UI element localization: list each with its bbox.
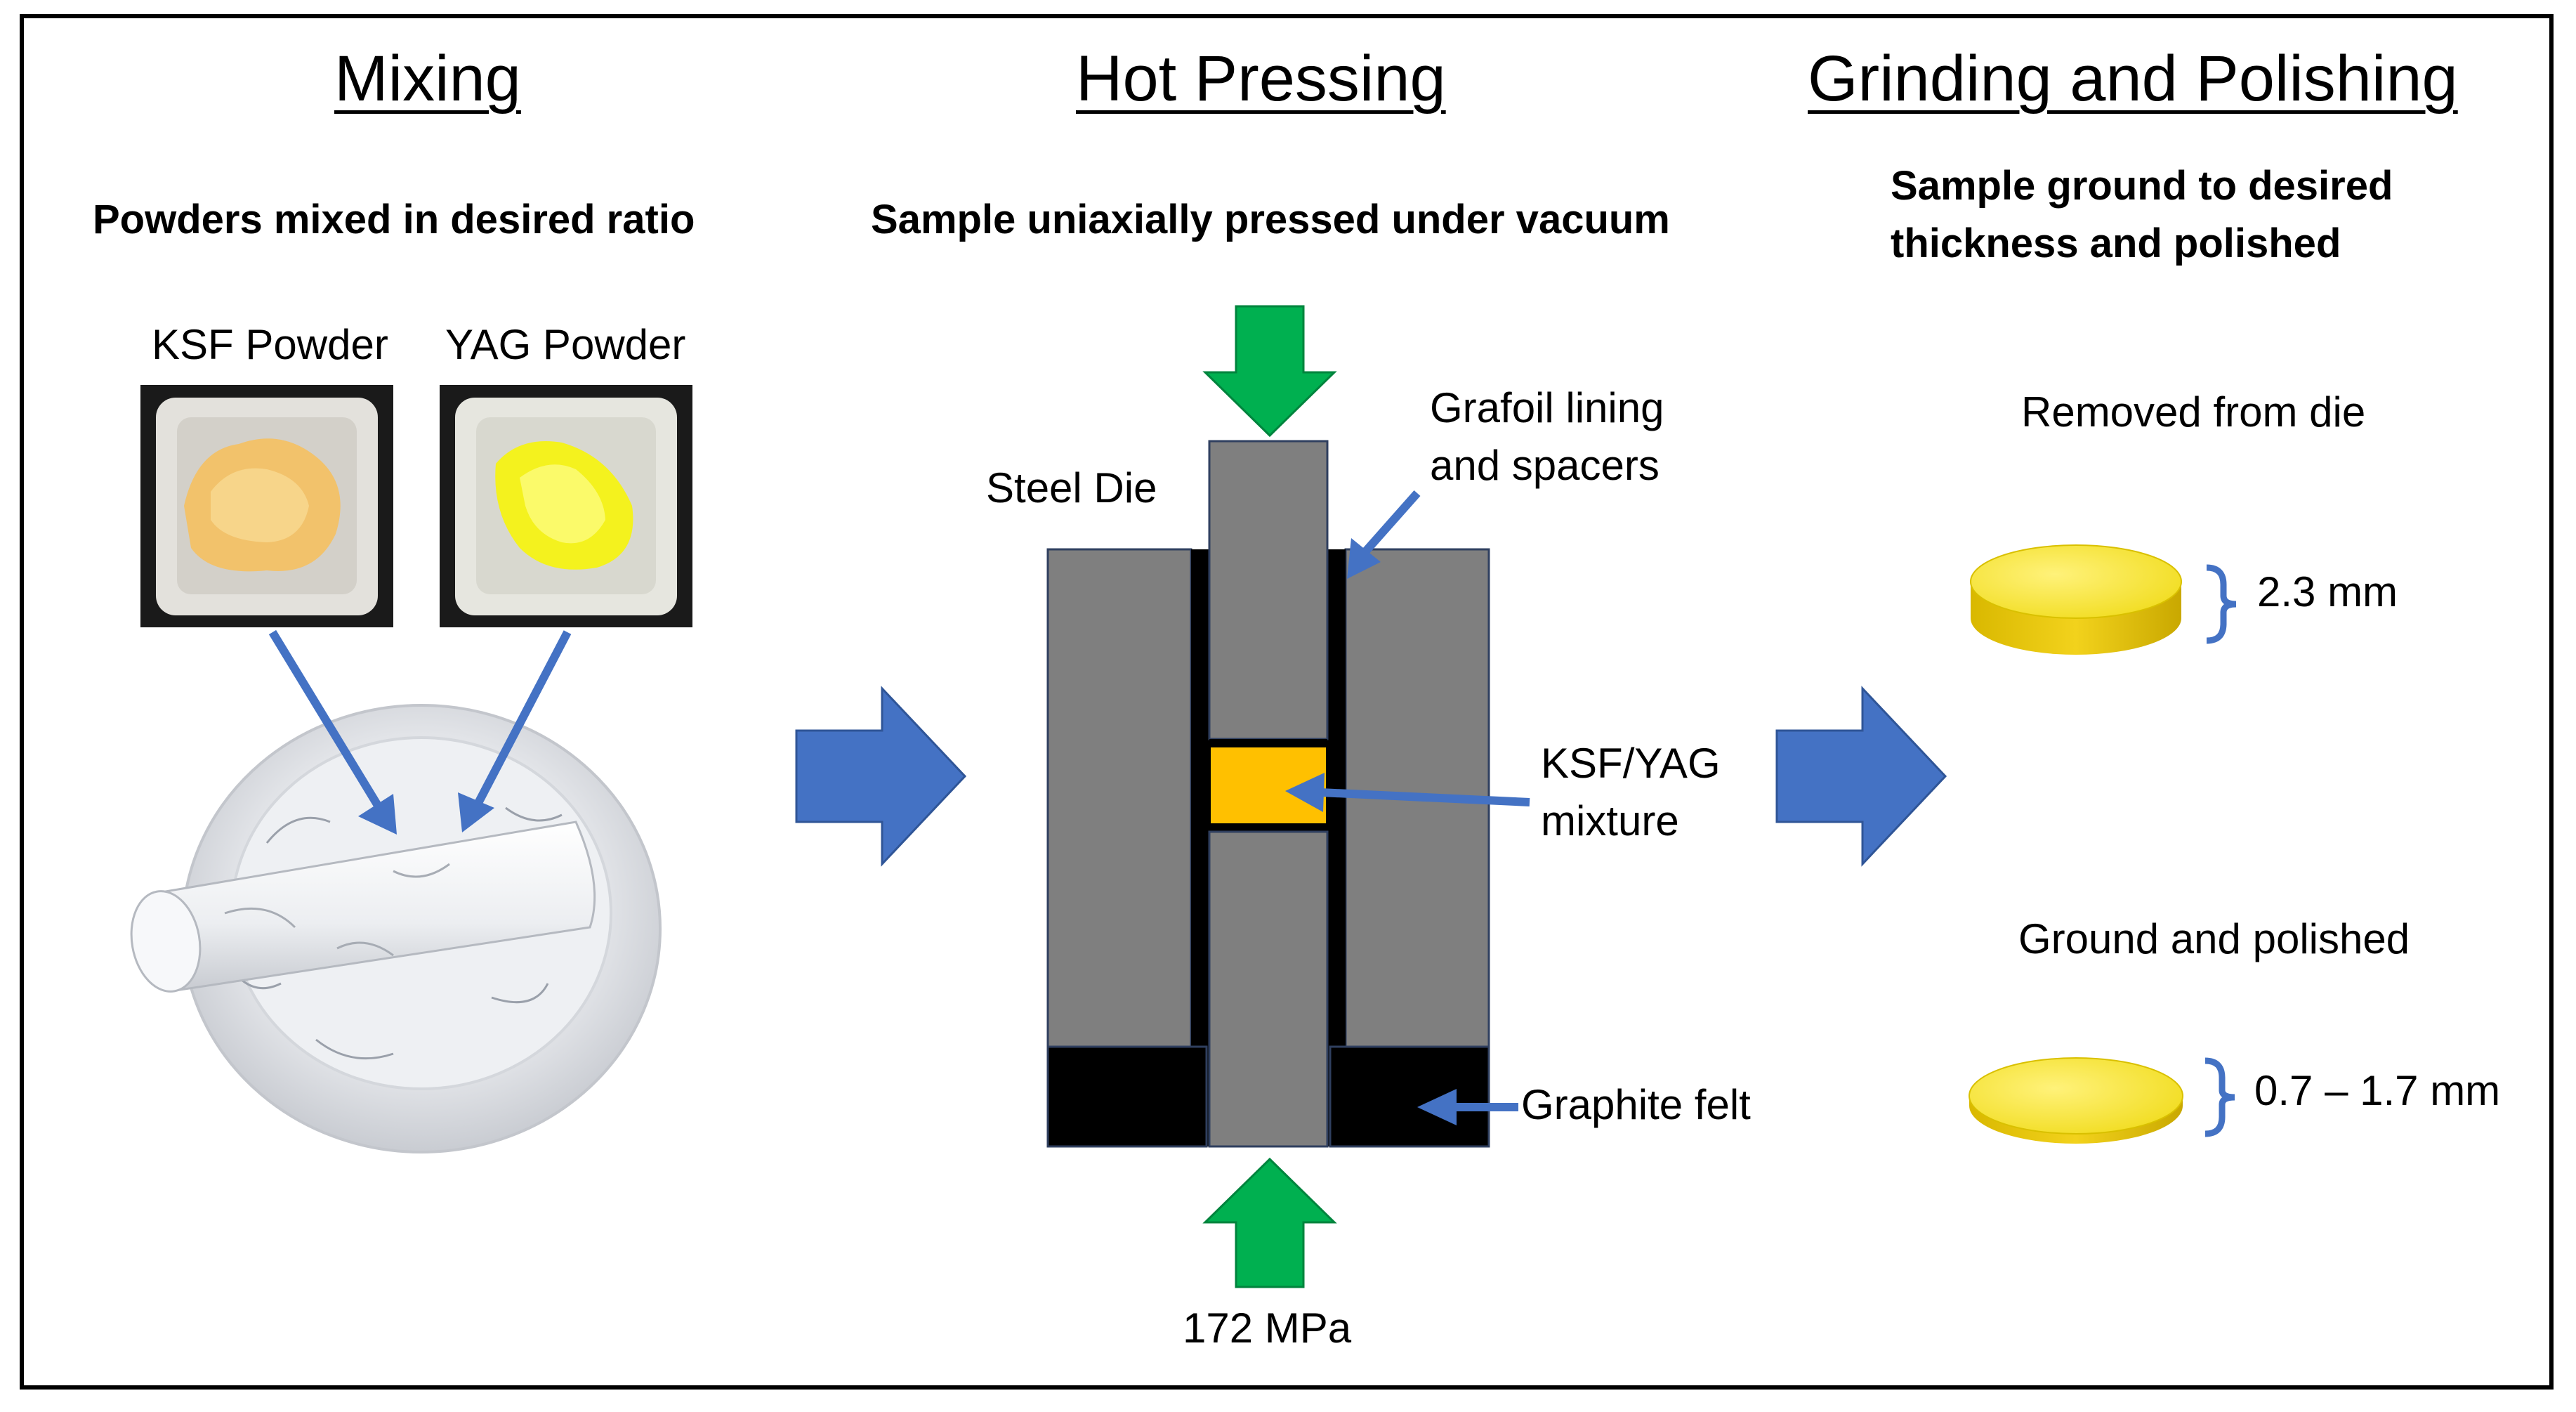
- bottom-press-arrow: [1202, 1157, 1337, 1288]
- yag-powder-photo: [440, 385, 692, 627]
- spacer-bottom: [1209, 825, 1327, 832]
- steel-die-label: Steel Die: [986, 464, 1157, 511]
- removed-disk: [1970, 544, 2182, 655]
- mixing-subtitle: Powders mixed in desired ratio: [93, 197, 695, 242]
- ksf-powder-photo: [140, 385, 393, 627]
- grafoil-label-line2: and spacers: [1430, 442, 1660, 489]
- hot-pressing-subtitle: Sample uniaxially pressed under vacuum: [871, 197, 1670, 242]
- removed-from-die-label: Removed from die: [2021, 388, 2366, 436]
- mixing-title: Mixing: [334, 43, 521, 115]
- spacer-top: [1209, 739, 1327, 746]
- top-press-arrow: [1202, 305, 1337, 438]
- graphite-felt-left: [1046, 1045, 1208, 1148]
- polished-disk: [1969, 1057, 2183, 1144]
- mixture-label-line1: KSF/YAG: [1541, 740, 1721, 787]
- polished-label: Ground and polished: [2018, 915, 2410, 962]
- mortar-and-pestle: [130, 704, 662, 1153]
- yag-powder-label: YAG Powder: [445, 321, 686, 368]
- removed-thickness-label: 2.3 mm: [2257, 568, 2398, 615]
- graphite-felt-right: [1329, 1045, 1490, 1148]
- ksf-powder-label: KSF Powder: [152, 321, 388, 368]
- lower-punch: [1208, 830, 1329, 1148]
- stage-arrow-2: [1775, 686, 1947, 867]
- hot-pressing-title: Hot Pressing: [1076, 43, 1446, 115]
- mixture-label-line2: mixture: [1541, 797, 1679, 844]
- grafoil-label-line1: Grafoil lining: [1430, 384, 1664, 431]
- stage-arrow-1: [795, 686, 967, 867]
- figure-frame: [20, 14, 2554, 1390]
- removed-brace: [2206, 564, 2237, 644]
- powder-to-mortar-arrows: [268, 629, 572, 835]
- hot-press-die: [1046, 305, 1490, 1288]
- grinding-subtitle-line2: thickness and polished: [1891, 221, 2341, 266]
- polished-thickness-label: 0.7 – 1.7 mm: [2254, 1067, 2501, 1114]
- pressure-label: 172 MPa: [1183, 1305, 1352, 1352]
- graphite-felt-label: Graphite felt: [1521, 1081, 1751, 1128]
- steel-die-left: [1046, 548, 1192, 1048]
- polished-brace: [2204, 1057, 2235, 1137]
- upper-punch: [1208, 440, 1329, 740]
- grinding-subtitle-line1: Sample ground to desired: [1891, 163, 2393, 209]
- die-callout-arrows: [1285, 490, 1530, 1125]
- grinding-title: Grinding and Polishing: [1808, 43, 2458, 115]
